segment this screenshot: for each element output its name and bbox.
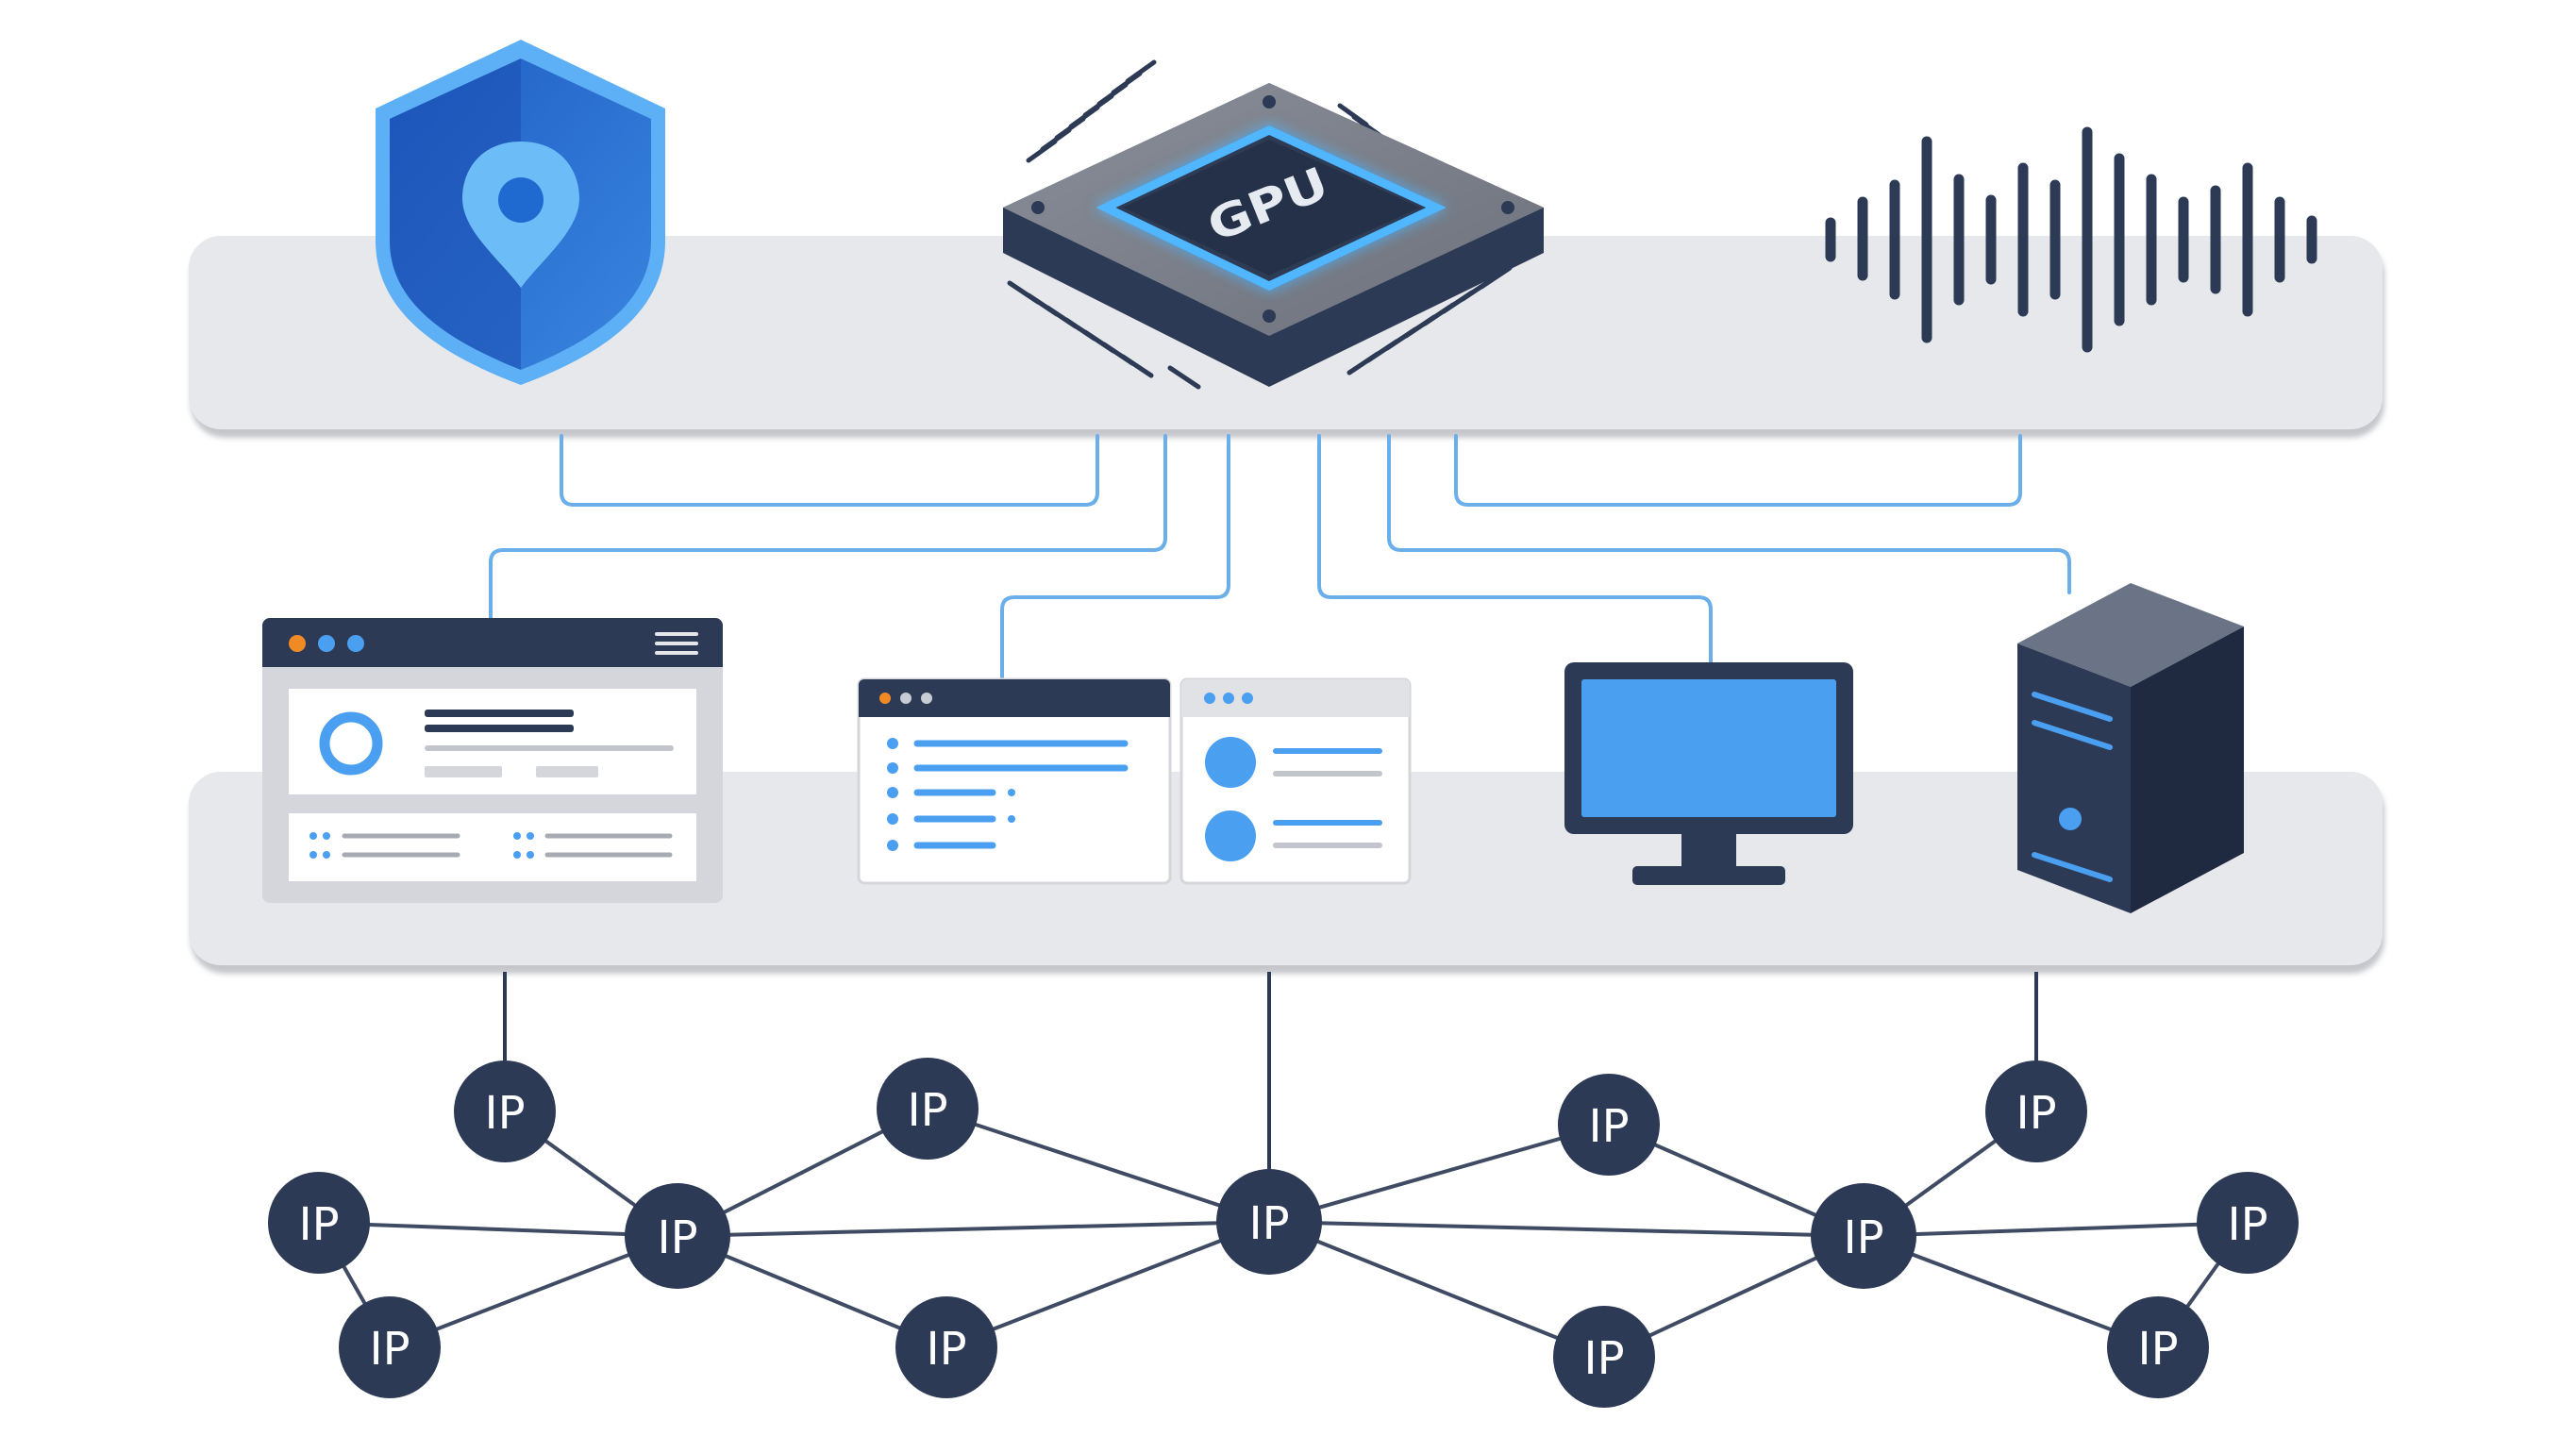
server-tower-icon xyxy=(2017,583,2244,913)
ip-node: IP xyxy=(1985,1061,2087,1162)
connector-dashboard xyxy=(489,434,1167,620)
connector-monitor xyxy=(1317,434,1713,664)
ip-node: IP xyxy=(2107,1296,2209,1398)
connector-split-app xyxy=(1000,434,1230,679)
connector-waveform-loop xyxy=(1454,434,2022,507)
svg-text:IP: IP xyxy=(2016,1087,2056,1140)
ip-node: IP xyxy=(2197,1172,2299,1274)
svg-text:IP: IP xyxy=(2137,1323,2178,1376)
svg-text:IP: IP xyxy=(657,1211,697,1264)
ip-node: IP xyxy=(895,1296,997,1398)
svg-text:IP: IP xyxy=(1248,1197,1289,1250)
connector-server xyxy=(1387,434,2071,594)
ip-node: IP xyxy=(268,1172,370,1274)
svg-text:IP: IP xyxy=(926,1323,966,1376)
ip-node: IP xyxy=(454,1061,556,1162)
svg-text:IP: IP xyxy=(907,1084,947,1137)
top-to-middle-connectors xyxy=(489,434,2071,679)
ip-node: IP xyxy=(877,1058,979,1160)
ip-node-hub: IP xyxy=(1216,1169,1322,1275)
shield-pin-icon xyxy=(376,40,665,385)
svg-text:IP: IP xyxy=(484,1087,525,1140)
svg-text:IP: IP xyxy=(369,1323,410,1376)
monitor-icon xyxy=(1564,662,1853,885)
dashboard-window-icon xyxy=(262,618,723,903)
ip-nodes: IP IP IP IP IP IP IP IP xyxy=(268,1058,2299,1408)
ip-node: IP xyxy=(339,1296,441,1398)
svg-text:IP: IP xyxy=(1843,1211,1883,1264)
gpu-chip-icon: GPU xyxy=(1003,59,1544,390)
audio-waveform-icon xyxy=(1825,126,2317,353)
svg-text:IP: IP xyxy=(2227,1198,2267,1251)
svg-text:IP: IP xyxy=(298,1198,339,1251)
svg-text:IP: IP xyxy=(1583,1332,1624,1385)
connector-shield-loop xyxy=(560,434,1099,507)
ip-node: IP xyxy=(625,1183,730,1289)
ip-node: IP xyxy=(1553,1306,1655,1408)
ip-node: IP xyxy=(1558,1074,1660,1176)
ip-node: IP xyxy=(1811,1183,1916,1289)
split-app-window-icon xyxy=(857,677,1412,885)
svg-text:IP: IP xyxy=(1588,1100,1629,1153)
